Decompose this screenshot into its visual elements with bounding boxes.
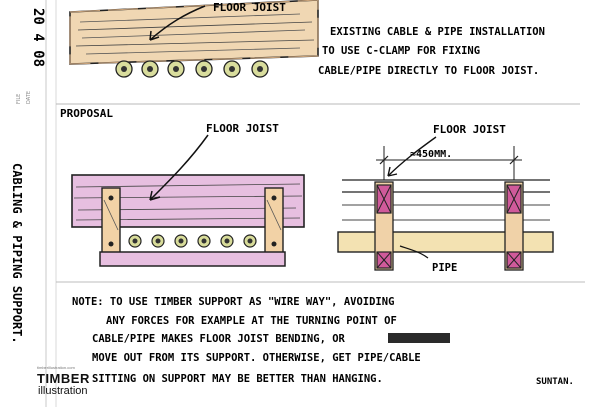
plan-floor-joist-label: FLOOR JOIST [433,123,506,136]
pipe-label: PIPE [432,262,457,274]
note-line: ANY FORCES FOR EXAMPLE AT THE TURNING PO… [106,315,397,327]
clamp-row [115,60,269,78]
side-title: CABLING & PIPING SUPPORT. [10,163,24,344]
note-line: SITTING ON SUPPORT MAY BE BETTER THAN HA… [92,373,383,385]
brand-website: timberillustration.com [37,365,75,370]
existing-floor-joist-label: FLOOR JOIST [213,1,286,14]
existing-caption-line: CABLE/PIPE DIRECTLY TO FLOOR JOIST. [318,65,539,77]
note-line: CABLE/PIPE MAKES FLOOR JOIST BENDING, OR [92,333,346,345]
date-label: DATE [26,91,32,104]
existing-caption-line: TO USE C-CLAMP FOR FIXING [322,45,480,57]
existing-caption-line: EXISTING CABLE & PIPE INSTALLATION [330,26,545,38]
signature: SUNTAN. [536,377,574,387]
section-view-drawing [71,134,305,267]
spacing-label: ≈450mm. [410,149,452,160]
existing-joist-drawing [69,0,319,78]
brand-logo-sub: illustration [38,385,88,397]
note-line: NOTE: TO USE TIMBER SUPPORT AS "WIRE WAY… [72,296,394,308]
plan-view-drawing [337,136,554,271]
brand-logo-main: TIMBER [37,371,90,386]
section-floor-joist-label: FLOOR JOIST [206,122,279,135]
sheet-date: 20 4 08 [30,8,46,67]
note-line: MOVE OUT FROM ITS SUPPORT. OTHERWISE, GE… [92,352,421,364]
scribble-out [388,333,450,343]
proposal-label: PROPOSAL [60,107,113,120]
file-label: FILE [16,94,22,104]
